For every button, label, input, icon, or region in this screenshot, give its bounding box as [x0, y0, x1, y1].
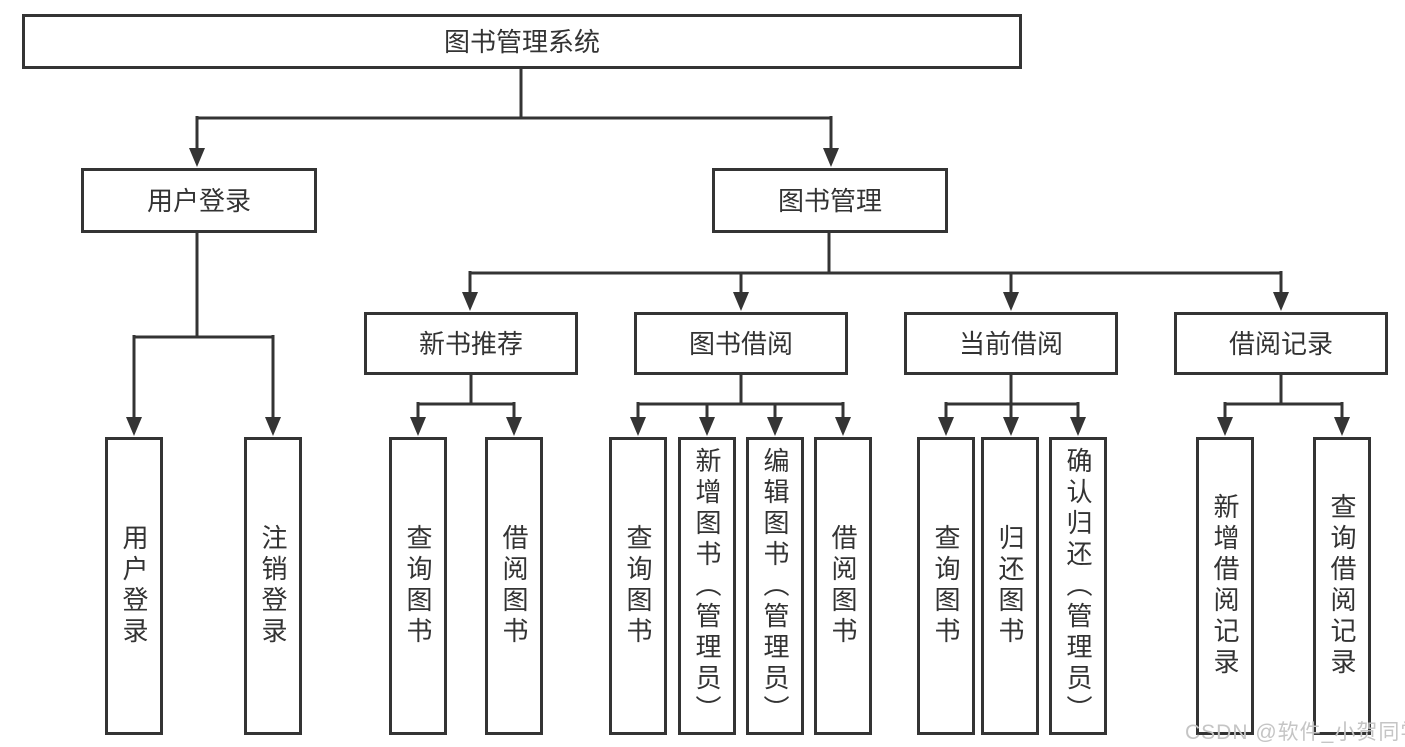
leaf-edit-book-admin: 编辑图书（管理员）: [746, 437, 804, 735]
leaf-label: 确认归还（管理员）: [1063, 446, 1093, 726]
leaf-label: 查询借阅记录: [1327, 493, 1357, 679]
node-user-login: 用户登录: [81, 168, 317, 233]
leaf-label: 查询图书: [931, 524, 961, 648]
leaf-query-books-recommend: 查询图书: [389, 437, 447, 735]
node-current-borrow: 当前借阅: [904, 312, 1118, 375]
leaf-query-books-borrow: 查询图书: [609, 437, 667, 735]
leaf-label: 查询图书: [403, 524, 433, 648]
node-book-management: 图书管理: [712, 168, 948, 233]
leaf-user-login: 用户登录: [105, 437, 163, 735]
leaf-query-borrow-record: 查询借阅记录: [1313, 437, 1371, 735]
node-library-system: 图书管理系统: [22, 14, 1022, 69]
leaf-label: 用户登录: [119, 524, 149, 648]
leaf-add-borrow-record: 新增借阅记录: [1196, 437, 1254, 735]
leaf-borrow-books-recommend: 借阅图书: [485, 437, 543, 735]
leaf-label: 借阅图书: [499, 524, 529, 648]
leaf-label: 新增图书（管理员）: [692, 446, 722, 726]
node-borrow-records: 借阅记录: [1174, 312, 1388, 375]
leaf-label: 编辑图书（管理员）: [760, 446, 790, 726]
leaf-return-book: 归还图书: [981, 437, 1039, 735]
leaf-label: 借阅图书: [828, 524, 858, 648]
leaf-confirm-return-admin: 确认归还（管理员）: [1049, 437, 1107, 735]
csdn-watermark: CSDN @软件_小贺同学: [1185, 721, 1405, 744]
leaf-add-book-admin: 新增图书（管理员）: [678, 437, 736, 735]
leaf-logout: 注销登录: [244, 437, 302, 735]
leaf-query-books-current: 查询图书: [917, 437, 975, 735]
leaf-label: 查询图书: [623, 524, 653, 648]
node-book-borrow: 图书借阅: [634, 312, 848, 375]
node-new-book-recommend: 新书推荐: [364, 312, 578, 375]
leaf-label: 新增借阅记录: [1210, 493, 1240, 679]
leaf-label: 归还图书: [995, 524, 1025, 648]
arrowheads: [126, 148, 1350, 436]
leaf-borrow-books: 借阅图书: [814, 437, 872, 735]
leaf-label: 注销登录: [258, 524, 288, 648]
